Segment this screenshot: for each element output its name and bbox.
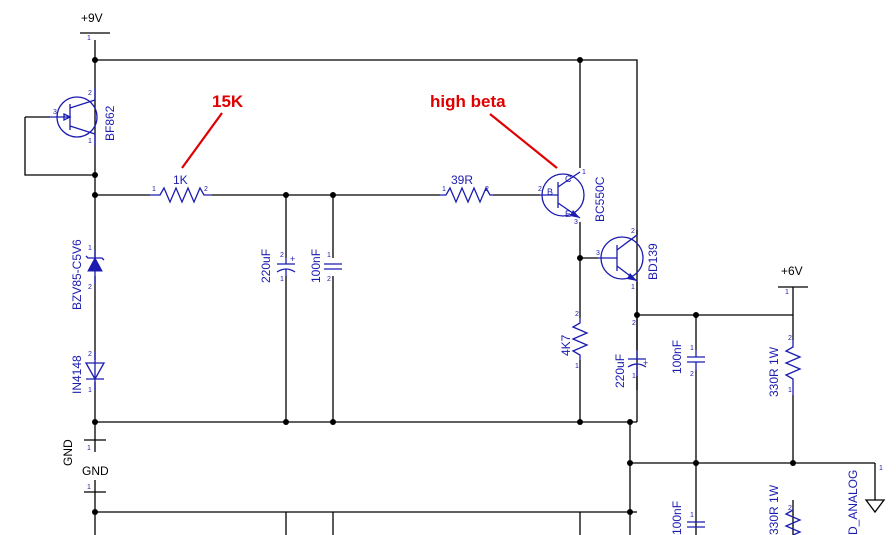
gnd-part-label: GND (82, 464, 109, 478)
svg-text:E: E (565, 209, 571, 219)
svg-text:1: 1 (88, 245, 92, 252)
svg-text:1: 1 (442, 186, 446, 193)
capacitor-100nf-a: 100nF 1 2 (309, 249, 342, 283)
svg-text:+: + (290, 254, 295, 264)
svg-text:2: 2 (327, 276, 331, 283)
svg-text:2: 2 (632, 320, 636, 327)
wires (24, 40, 876, 535)
resistor-4k7-label: 4K7 (559, 334, 573, 356)
svg-text:2: 2 (485, 186, 489, 193)
svg-text:1: 1 (785, 289, 789, 296)
svg-text:1: 1 (88, 138, 92, 145)
jfet-bf862: BF862 3 2 1 (50, 88, 117, 146)
resistor-39r-label: 39R (451, 173, 473, 187)
svg-text:3: 3 (53, 109, 57, 116)
capacitor-100nf-b: 100nF 1 2 (670, 340, 705, 378)
svg-text:2: 2 (204, 186, 208, 193)
resistor-39r: 39R 1 2 (440, 173, 493, 204)
gnd-symbol: GND GND 1 1 (61, 439, 109, 493)
transistor-bc550c: B C E 2 1 3 BC550C (538, 169, 607, 226)
analog-ground-symbol: D_ANALOG 1 (846, 465, 886, 535)
svg-text:1: 1 (879, 465, 883, 472)
jfet-label: BF862 (103, 105, 117, 141)
svg-text:1: 1 (87, 35, 91, 42)
capacitor-220uf-b-label: 220uF (613, 354, 627, 388)
svg-text:1: 1 (87, 484, 91, 491)
svg-text:1: 1 (280, 276, 284, 283)
capacitor-220uf-b: 220uF + 2 1 (613, 320, 648, 388)
svg-text:B: B (547, 187, 553, 197)
resistor-1k-label: 1K (173, 173, 188, 187)
svg-text:1: 1 (631, 284, 635, 291)
transistor-bc550c-label: BC550C (593, 176, 607, 222)
resistor-330r-b: 330R 1W 2 (767, 484, 802, 535)
svg-text:2: 2 (88, 284, 92, 291)
rail-9v: +9V 1 (80, 11, 110, 42)
capacitor-220uf-a: 220uF + 2 1 (259, 249, 296, 283)
analog-ground-label: D_ANALOG (846, 470, 860, 535)
rail-6v: +6V 1 (778, 264, 808, 296)
rail-6v-label: +6V (781, 264, 803, 278)
svg-text:1: 1 (327, 252, 331, 259)
svg-text:2: 2 (575, 311, 579, 318)
gnd-net-label: GND (61, 439, 75, 466)
svg-text:2: 2 (690, 371, 694, 378)
transistor-bd139: 3 2 1 BD139 (596, 228, 660, 291)
annotation-15k-label: 15K (212, 92, 244, 111)
svg-text:1: 1 (582, 169, 586, 176)
svg-text:2: 2 (88, 351, 92, 358)
svg-text:1: 1 (632, 373, 636, 380)
resistor-4k7: 4K7 2 1 (559, 311, 589, 370)
resistor-330r-label: 330R 1W (767, 346, 781, 397)
svg-text:3: 3 (596, 250, 600, 257)
resistor-330r: 330R 1W 2 1 (767, 335, 802, 397)
transistor-bd139-label: BD139 (646, 243, 660, 280)
svg-text:2: 2 (88, 90, 92, 97)
annotation-15k: 15K (181, 92, 244, 169)
capacitor-100nf-c: 100nF 1 (670, 501, 705, 535)
diode-in4148: IN4148 2 1 (70, 351, 106, 394)
svg-text:2: 2 (631, 228, 635, 235)
svg-text:1: 1 (575, 363, 579, 370)
resistor-1k: 1K 1 2 (150, 173, 212, 204)
svg-text:1: 1 (152, 186, 156, 193)
capacitor-220uf-a-label: 220uF (259, 249, 273, 283)
svg-text:1: 1 (788, 387, 792, 394)
svg-text:+: + (643, 358, 648, 368)
capacitor-100nf-a-label: 100nF (309, 249, 323, 283)
svg-text:2: 2 (788, 505, 792, 512)
capacitor-100nf-b-label: 100nF (670, 340, 684, 374)
rail-9v-label: +9V (81, 11, 103, 25)
svg-text:2: 2 (788, 335, 792, 342)
svg-text:C: C (565, 174, 572, 184)
svg-text:1: 1 (690, 512, 694, 519)
resistor-330r-b-label: 330R 1W (767, 484, 781, 535)
annotation-high-beta: high beta (430, 92, 558, 169)
svg-text:2: 2 (280, 252, 284, 259)
svg-text:2: 2 (538, 186, 542, 193)
svg-text:1: 1 (690, 345, 694, 352)
svg-text:1: 1 (87, 445, 91, 452)
svg-text:3: 3 (574, 219, 578, 226)
junctions (92, 57, 796, 515)
svg-text:1: 1 (88, 387, 92, 394)
zener-diode: BZV85-C5V6 1 2 (70, 239, 105, 310)
capacitor-100nf-c-label: 100nF (670, 501, 684, 535)
diode-label: IN4148 (70, 355, 84, 394)
zener-label: BZV85-C5V6 (70, 239, 84, 310)
annotation-high-beta-label: high beta (430, 92, 506, 111)
